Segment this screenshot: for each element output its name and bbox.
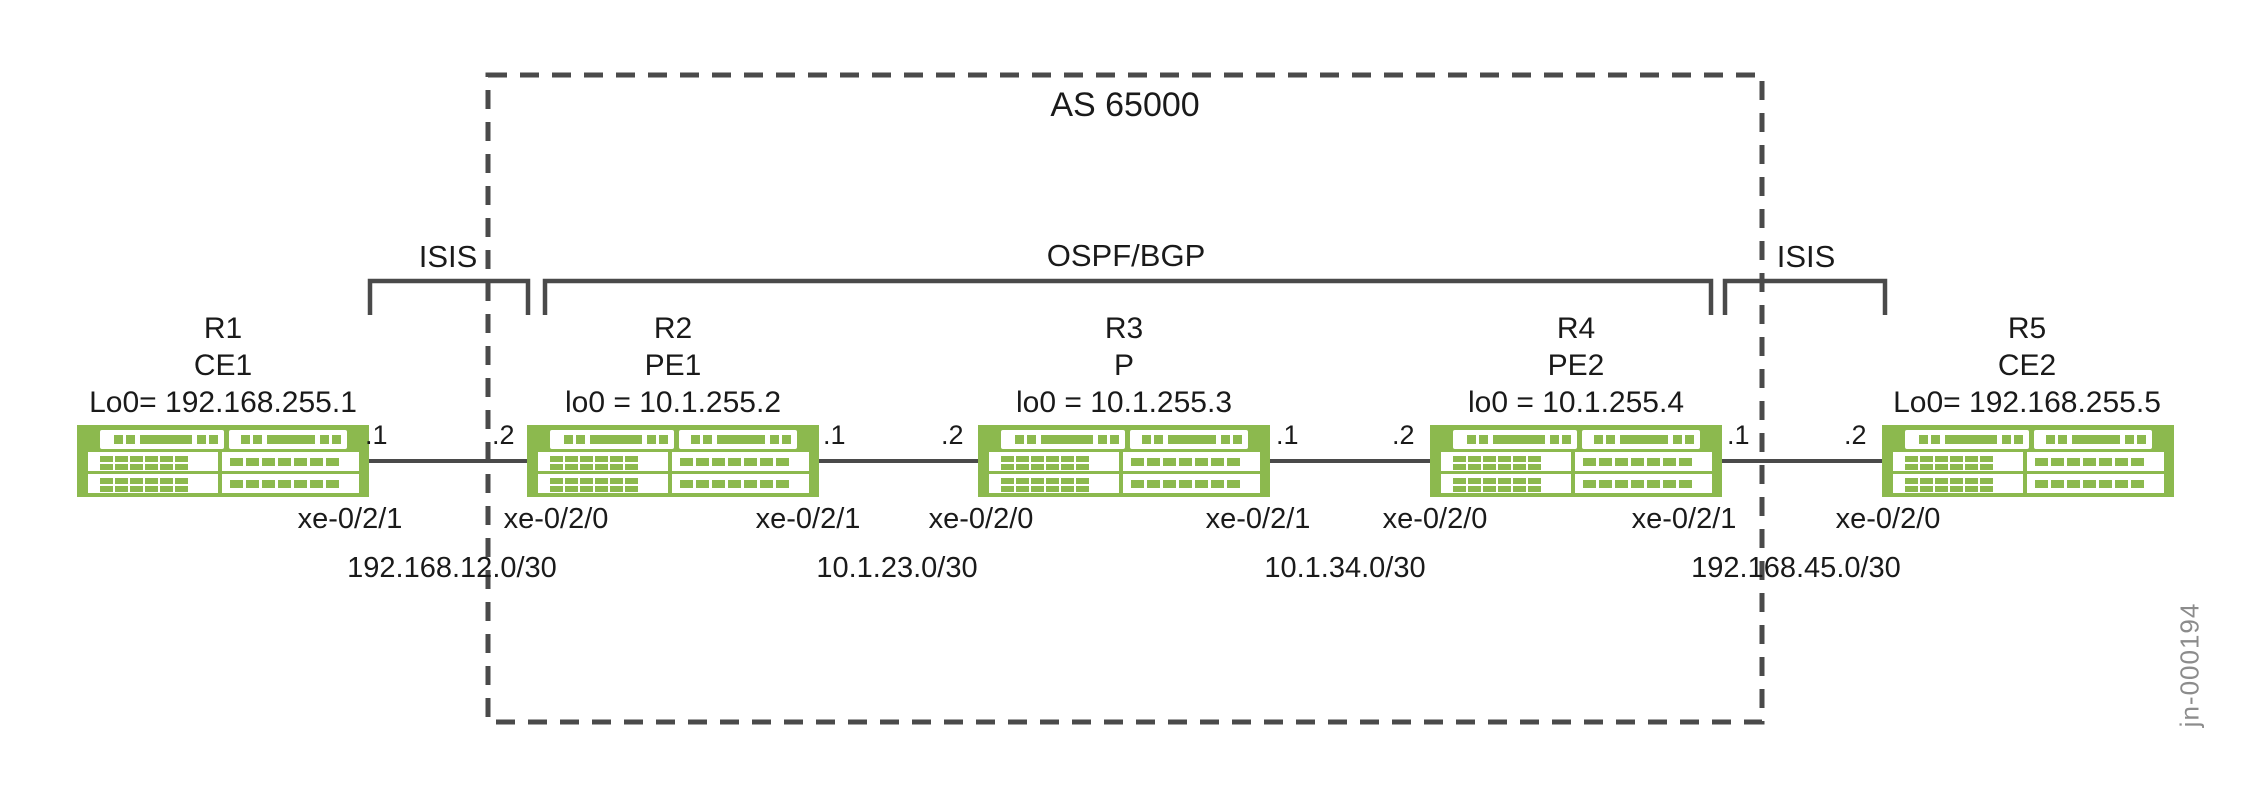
router-loopback: Lo0= 192.168.255.1 <box>89 386 357 419</box>
router-icon-r4 <box>1430 425 1722 497</box>
as-label: AS 65000 <box>1050 86 1200 124</box>
router-name: R3 <box>1104 312 1144 345</box>
protocol-label-isis-left: ISIS <box>418 239 478 274</box>
router-label-r5: R5 CE2 Lo0= 192.168.255.5 <box>1893 310 2161 421</box>
router-label-r1: R1 CE1 Lo0= 192.168.255.1 <box>89 310 357 421</box>
interface-label: xe-0/2/1 <box>755 503 861 535</box>
ip-octet-label: .1 <box>823 420 846 450</box>
router-name: R2 <box>653 312 693 345</box>
router-loopback: lo0 = 10.1.255.2 <box>564 386 782 419</box>
router-icon-r5 <box>1882 425 2174 497</box>
subnet-label: 10.1.23.0/30 <box>816 552 978 584</box>
router-icon-r1 <box>77 425 369 497</box>
protocol-label-isis-right: ISIS <box>1776 239 1836 274</box>
figure-id-watermark: jn-000194 <box>2174 602 2205 728</box>
ip-octet-label: .2 <box>1844 420 1867 450</box>
ip-octet-label: .1 <box>1276 420 1299 450</box>
subnet-label: 192.168.12.0/30 <box>347 552 557 584</box>
interface-label: xe-0/2/0 <box>928 503 1034 535</box>
router-loopback: lo0 = 10.1.255.3 <box>1015 386 1233 419</box>
interface-label: xe-0/2/1 <box>1205 503 1311 535</box>
protocol-label-ospf-bgp: OSPF/BGP <box>1046 238 1206 273</box>
router-icon-r3 <box>978 425 1270 497</box>
router-icon-r2 <box>527 425 819 497</box>
ip-octet-label: .2 <box>492 420 515 450</box>
interface-label: xe-0/2/0 <box>1382 503 1488 535</box>
router-name: R4 <box>1556 312 1596 345</box>
router-label-r2: R2 PE1 lo0 = 10.1.255.2 <box>565 310 781 421</box>
subnet-label: 192.168.45.0/30 <box>1691 552 1901 584</box>
interface-label: xe-0/2/0 <box>1835 503 1941 535</box>
router-label-r3: R3 P lo0 = 10.1.255.3 <box>1016 310 1232 421</box>
subnet-label: 10.1.34.0/30 <box>1264 552 1426 584</box>
router-role: CE2 <box>1997 349 2057 382</box>
router-role: PE1 <box>644 349 702 382</box>
interface-label: xe-0/2/1 <box>1631 503 1737 535</box>
ip-octet-label: .1 <box>1727 420 1750 450</box>
interface-label: xe-0/2/1 <box>297 503 403 535</box>
router-name: R5 <box>2007 312 2047 345</box>
isis-left-bracket <box>367 278 531 315</box>
ip-octet-label: .1 <box>365 420 388 450</box>
ip-octet-label: .2 <box>1392 420 1415 450</box>
ospf-bgp-bracket <box>542 278 1714 315</box>
router-role: P <box>1113 349 1134 382</box>
interface-label: xe-0/2/0 <box>503 503 609 535</box>
router-loopback: lo0 = 10.1.255.4 <box>1467 386 1685 419</box>
isis-right-bracket <box>1722 278 1888 315</box>
router-role: CE1 <box>193 349 253 382</box>
router-loopback: Lo0= 192.168.255.5 <box>1893 386 2161 419</box>
router-label-r4: R4 PE2 lo0 = 10.1.255.4 <box>1468 310 1684 421</box>
router-name: R1 <box>203 312 243 345</box>
ip-octet-label: .2 <box>941 420 964 450</box>
router-role: PE2 <box>1547 349 1605 382</box>
